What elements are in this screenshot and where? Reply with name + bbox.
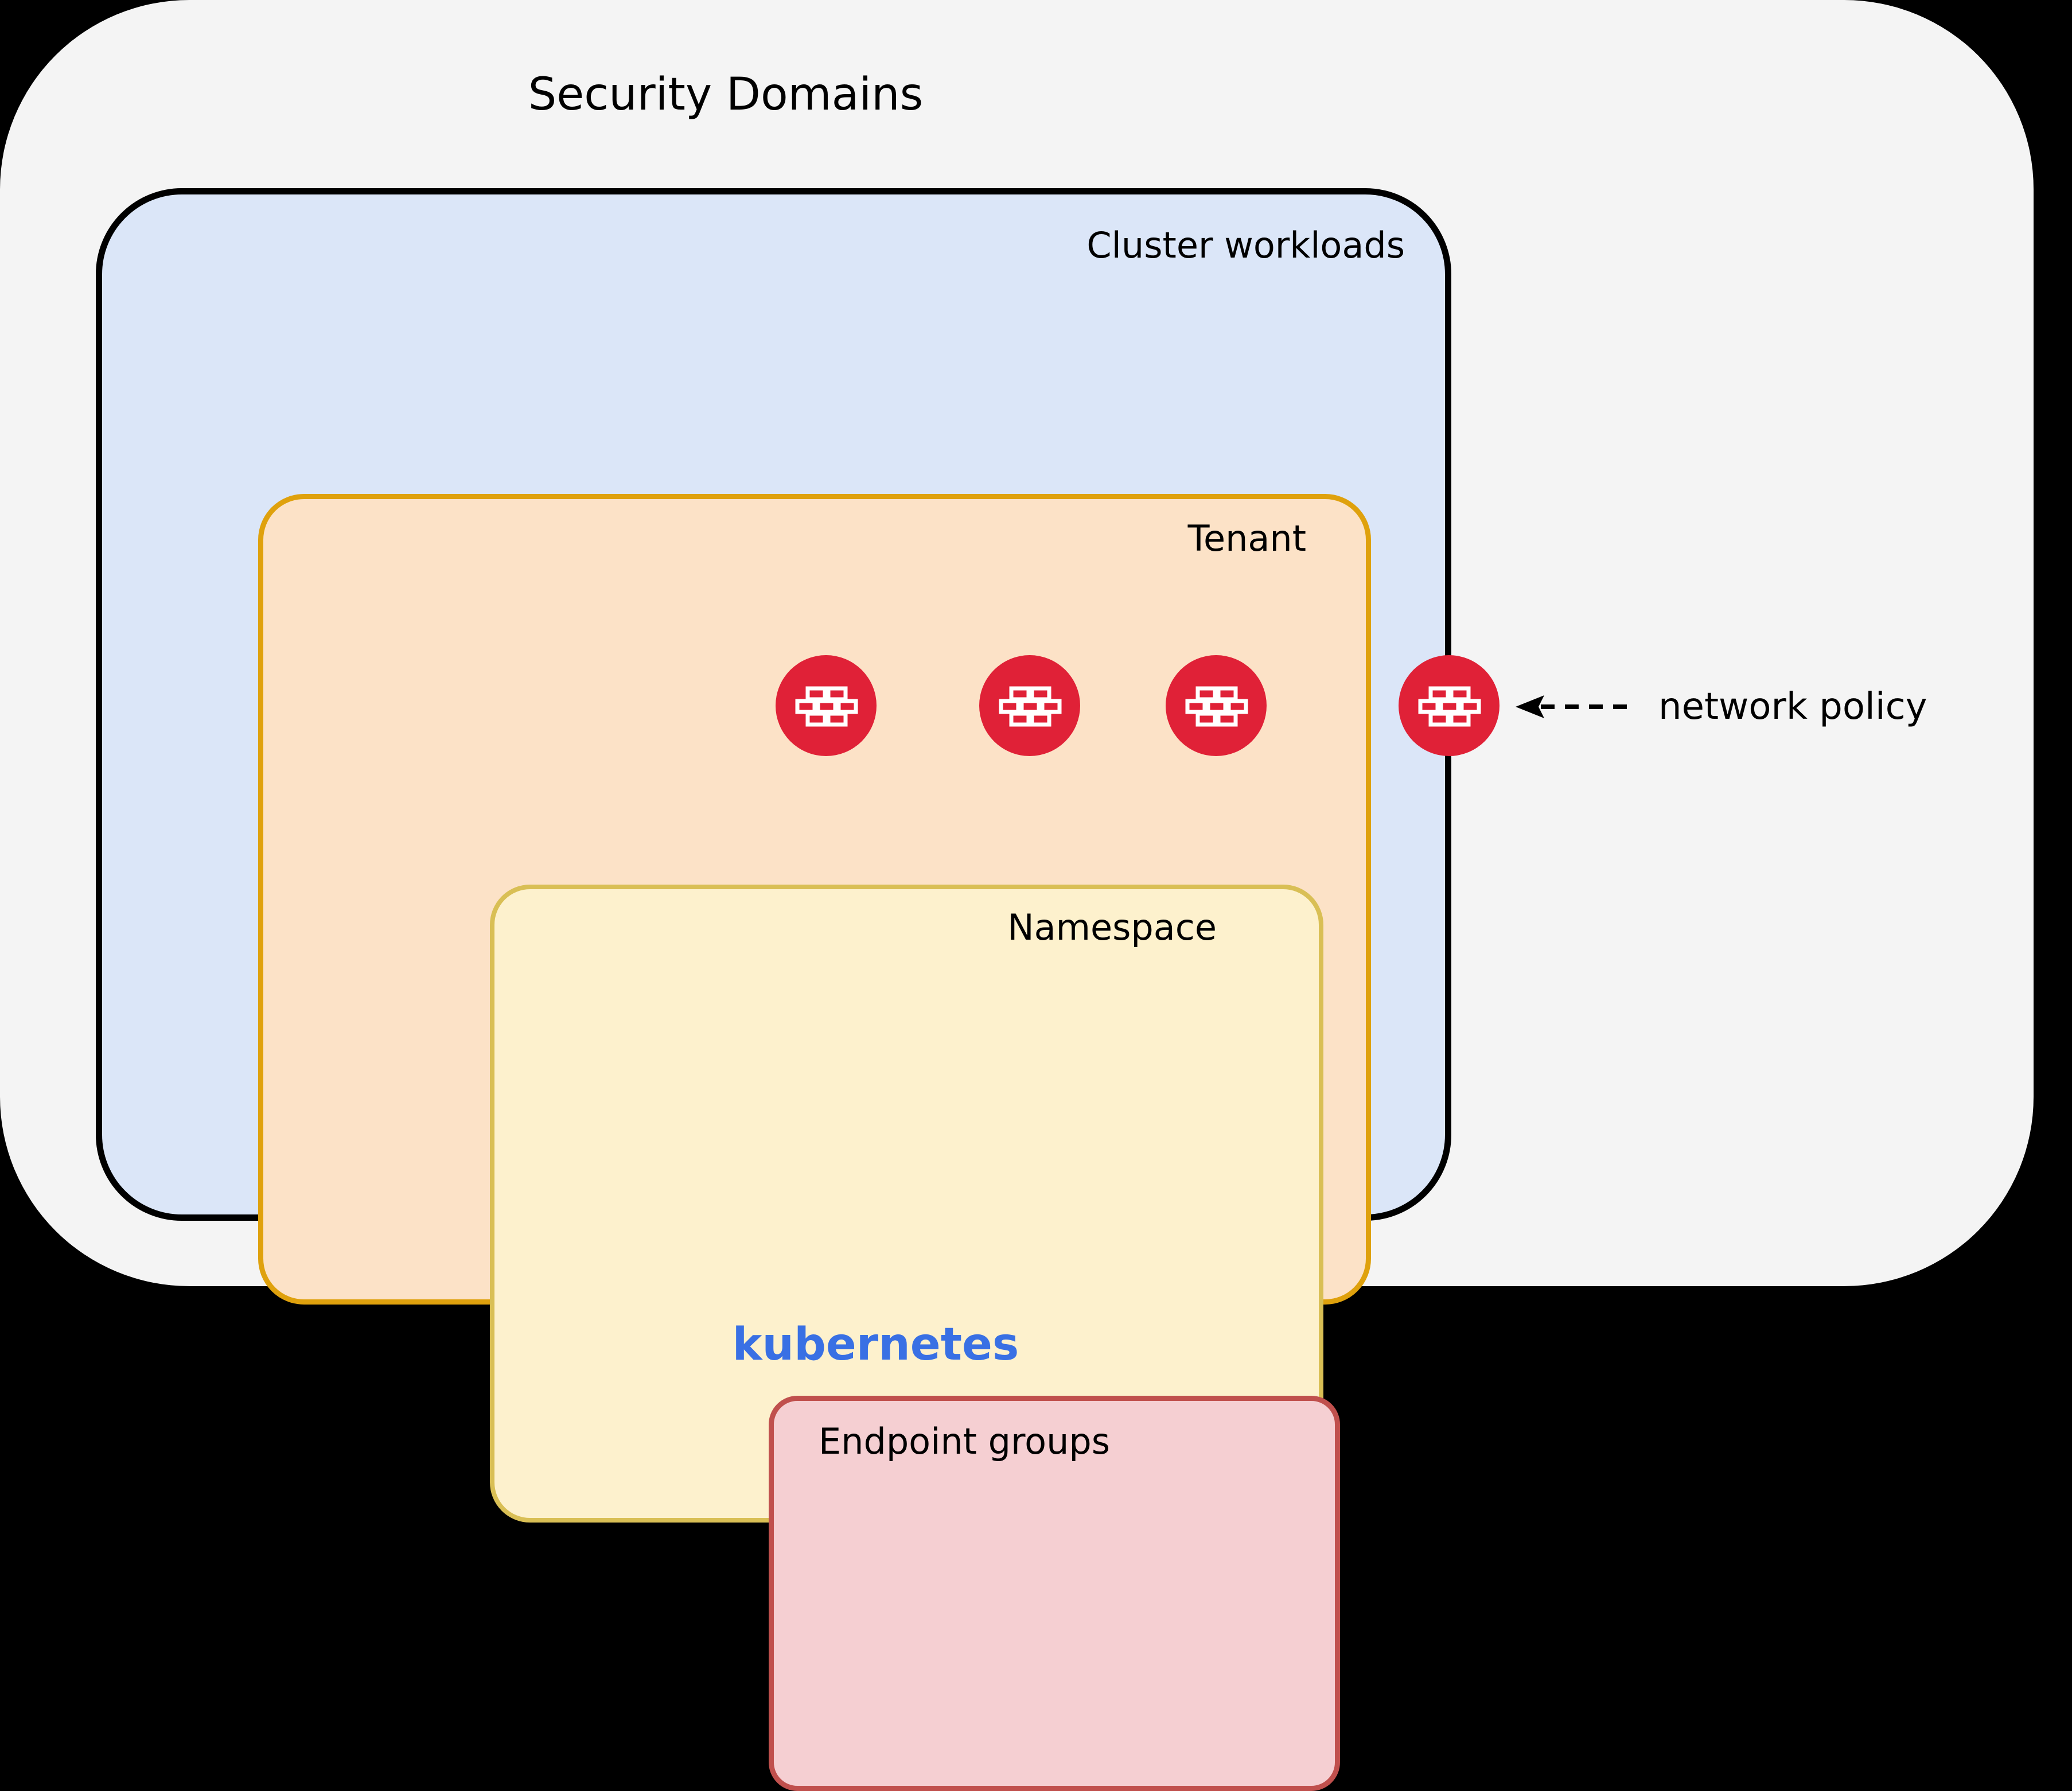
- domain-box-tenant[interactable]: Tenant Namespace Endpoint groups: [258, 494, 1371, 1791]
- firewall-brick-wall-icon: [795, 686, 858, 727]
- policy-node-endpoint-groups-boundary[interactable]: [776, 655, 877, 756]
- domain-box-namespace[interactable]: Namespace Endpoint groups: [490, 885, 1340, 1791]
- domain-label-tenant: Tenant: [1187, 517, 1306, 559]
- policy-node-cluster-boundary[interactable]: [1399, 655, 1500, 756]
- page-title: Security Domains: [528, 69, 924, 120]
- domain-label-namespace: Namespace: [1007, 906, 1217, 948]
- firewall-brick-wall-icon: [1185, 686, 1248, 727]
- policy-node-namespace-boundary[interactable]: [979, 655, 1080, 756]
- domain-label-cluster-workloads: Cluster workloads: [1086, 224, 1405, 266]
- firewall-brick-wall-icon: [999, 686, 1062, 727]
- network-policy-annotation: network policy: [1514, 684, 1927, 730]
- domain-box-endpoint-groups[interactable]: Endpoint groups: [769, 1396, 1340, 1791]
- network-policy-label: network policy: [1658, 686, 1927, 728]
- kubernetes-wordmark: kubernetes: [732, 1319, 1019, 1370]
- domain-label-endpoint-groups: Endpoint groups: [819, 1420, 1111, 1462]
- firewall-brick-wall-icon: [1418, 686, 1481, 727]
- policy-node-tenant-boundary[interactable]: [1166, 655, 1267, 756]
- dashed-left-arrow-icon: [1516, 695, 1632, 718]
